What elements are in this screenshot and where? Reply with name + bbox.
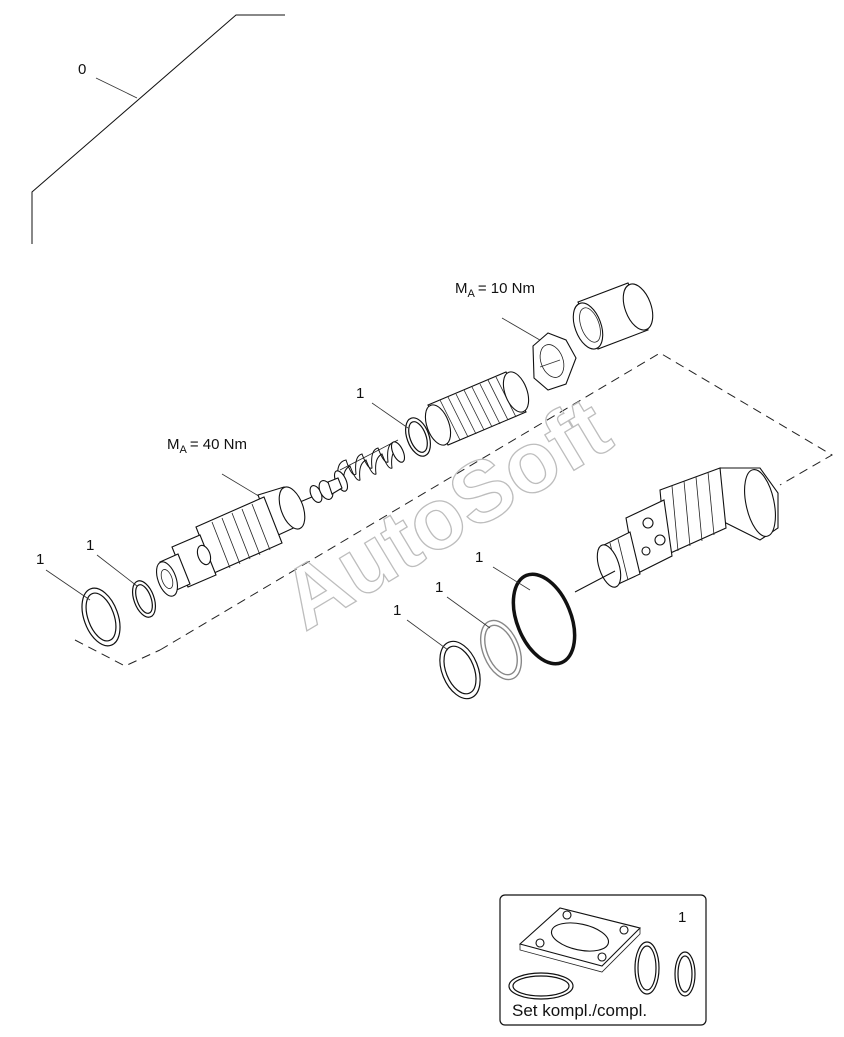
- o-ring-small-right: 1: [393, 602, 481, 700]
- kit-caption: Set kompl./compl.: [512, 1001, 647, 1020]
- torque-left-symbol: M: [167, 436, 180, 453]
- item-label-ring-small-right: 1: [393, 602, 401, 619]
- item-label-ring-large-left: 1: [36, 551, 44, 568]
- item-label-ring-thick-right: 1: [475, 549, 483, 566]
- torque-top-symbol: M: [455, 280, 468, 297]
- seal-kit-box: 1 Set kompl./compl.: [499, 894, 707, 1026]
- item-label-backup-ring: 1: [435, 579, 443, 596]
- item-label-ring-small-left: 1: [86, 537, 94, 554]
- group-label: 0: [78, 61, 86, 78]
- threaded-adjusting-screw: [424, 371, 530, 446]
- torque-top-subscript: A: [468, 288, 476, 300]
- torque-top-value: = 10 Nm: [478, 280, 535, 297]
- torque-left-value: = 40 Nm: [190, 436, 247, 453]
- o-ring-small-left: 1: [86, 537, 157, 618]
- kit-flange-gasket: [518, 907, 642, 973]
- group-bracket: 0: [31, 14, 285, 244]
- o-ring-thick-right: 1: [475, 549, 577, 666]
- compression-spring: [333, 439, 406, 492]
- torque-left-subscript: A: [180, 444, 188, 456]
- assembly-boundary: [74, 352, 833, 667]
- kit-o-rings: [508, 941, 696, 1000]
- cartridge-valve-body-left: [155, 486, 306, 597]
- hex-lock-nut: [532, 332, 577, 391]
- cap-sleeve: [572, 282, 654, 350]
- torque-label-top: MA= 10 Nm: [455, 280, 546, 344]
- valve-poppet: [299, 477, 343, 503]
- svg-text:MA= 40 Nm: MA= 40 Nm: [167, 436, 247, 456]
- o-ring-screw: 1: [356, 385, 431, 457]
- o-ring-large-left: 1: [36, 551, 121, 647]
- svg-text:MA= 10 Nm: MA= 10 Nm: [455, 280, 535, 300]
- torque-label-left: MA= 40 Nm: [167, 436, 263, 499]
- item-label-ring-screw: 1: [356, 385, 364, 402]
- cartridge-valve-assembled-right: [574, 467, 779, 593]
- kit-item-label: 1: [678, 909, 686, 926]
- backup-ring-right: 1: [435, 579, 523, 681]
